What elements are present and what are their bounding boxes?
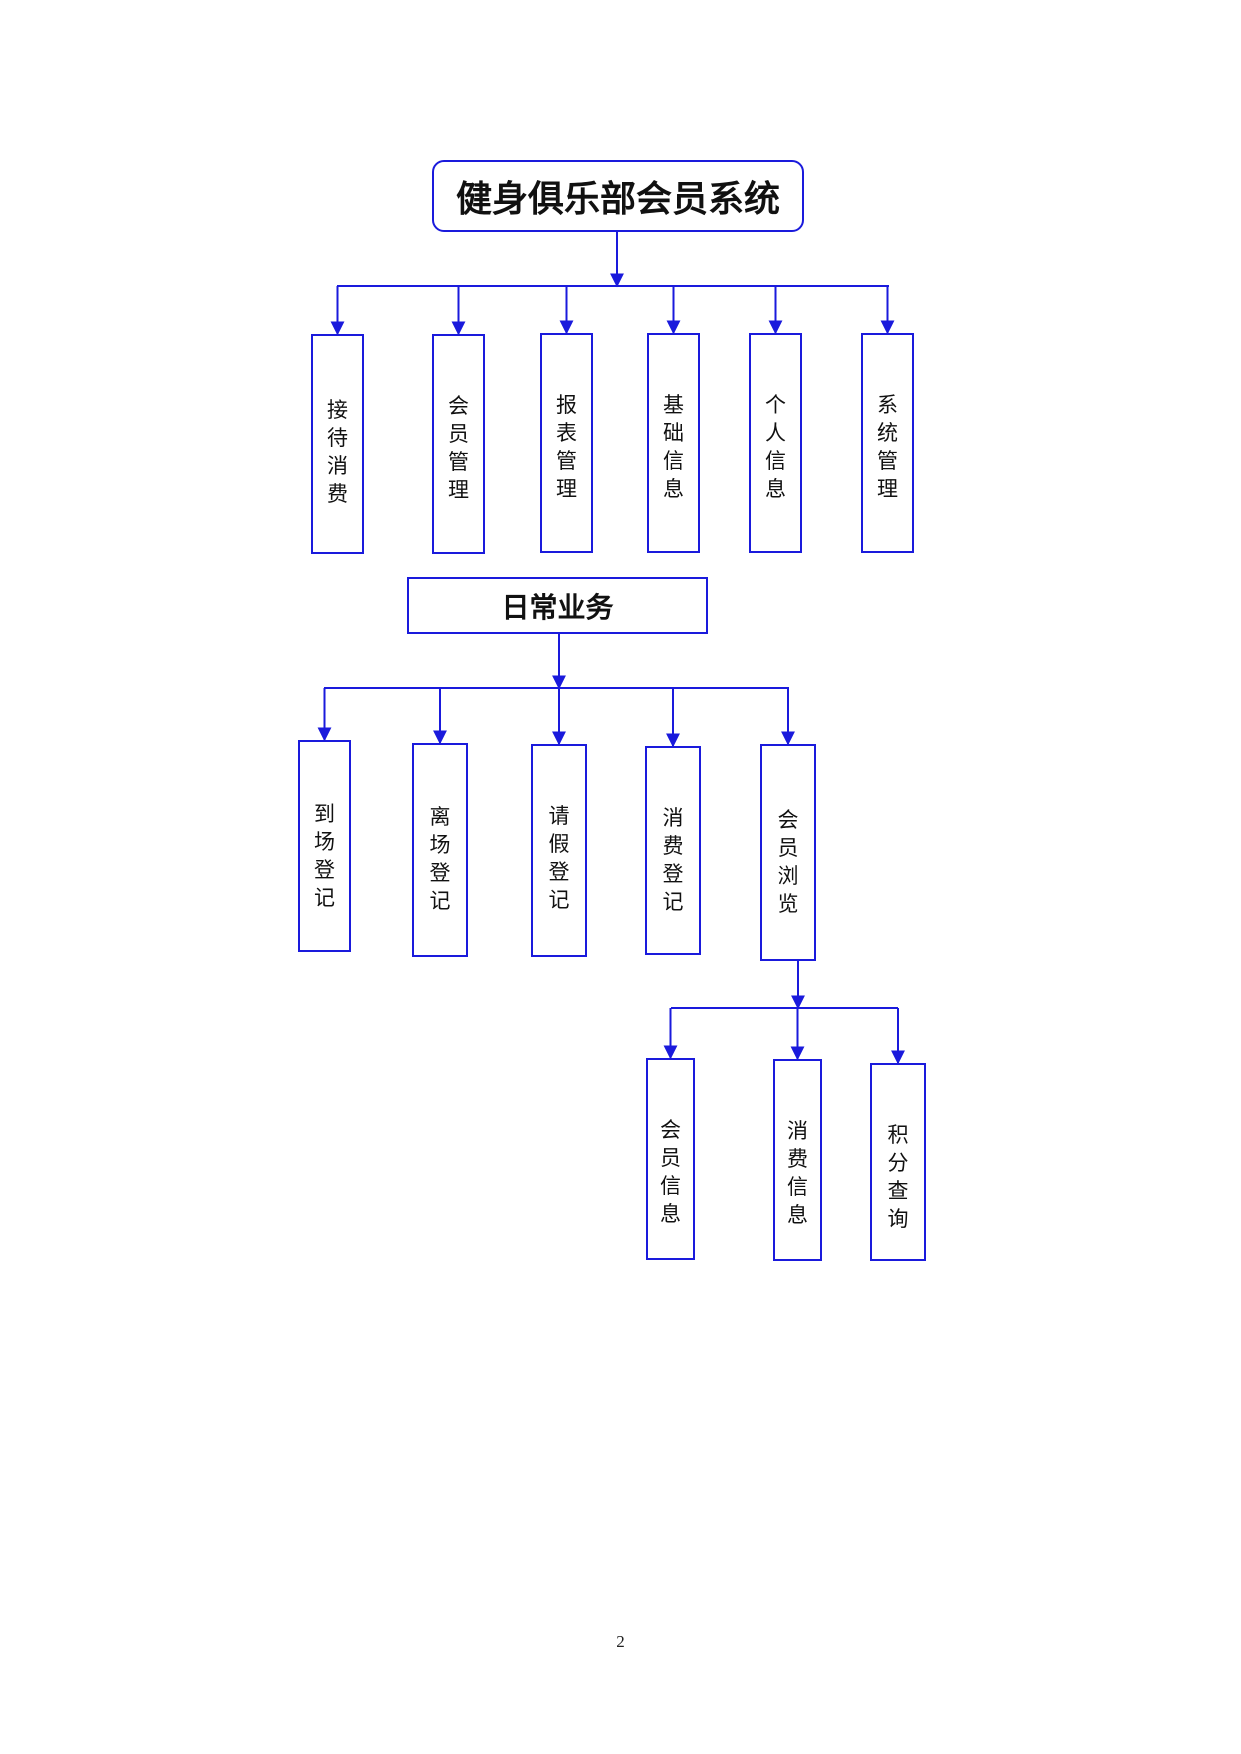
browse-item-node: 会员信息 <box>646 1058 695 1260</box>
browse-item-label: 会员信息 <box>660 1118 681 1226</box>
daily-item-node: 消费登记 <box>645 746 701 955</box>
module-label: 系统管理 <box>877 393 898 501</box>
module-label: 基础信息 <box>663 393 684 501</box>
daily-item-node: 离场登记 <box>412 743 468 957</box>
daily-item-label: 到场登记 <box>314 802 335 910</box>
daily-item-node: 会员浏览 <box>760 744 816 961</box>
daily-item-node: 到场登记 <box>298 740 351 952</box>
module-label: 报表管理 <box>556 393 577 501</box>
module-node: 接待消费 <box>311 334 364 554</box>
module-node: 会员管理 <box>432 334 485 554</box>
daily-item-label: 请假登记 <box>548 804 570 912</box>
browse-item-node: 积分查询 <box>870 1063 926 1261</box>
browse-item-node: 消费信息 <box>773 1059 822 1261</box>
daily-business-node: 日常业务 <box>407 577 708 634</box>
page-number: 2 <box>616 1632 625 1651</box>
daily-item-label: 会员浏览 <box>777 808 799 916</box>
daily-item-label: 消费登记 <box>662 806 684 914</box>
module-node: 报表管理 <box>540 333 593 553</box>
module-label: 会员管理 <box>448 394 469 502</box>
module-label: 接待消费 <box>327 398 348 506</box>
root-label: 健身俱乐部会员系统 <box>455 179 780 220</box>
module-node: 系统管理 <box>861 333 914 553</box>
module-node: 基础信息 <box>647 333 700 553</box>
root-node: 健身俱乐部会员系统 <box>432 160 804 232</box>
daily-item-label: 离场登记 <box>429 805 451 913</box>
daily-business-label: 日常业务 <box>501 590 614 624</box>
module-node: 个人信息 <box>749 333 802 553</box>
daily-item-node: 请假登记 <box>531 744 587 957</box>
browse-item-label: 积分查询 <box>887 1123 909 1231</box>
browse-item-label: 消费信息 <box>787 1119 808 1227</box>
module-label: 个人信息 <box>765 393 786 501</box>
